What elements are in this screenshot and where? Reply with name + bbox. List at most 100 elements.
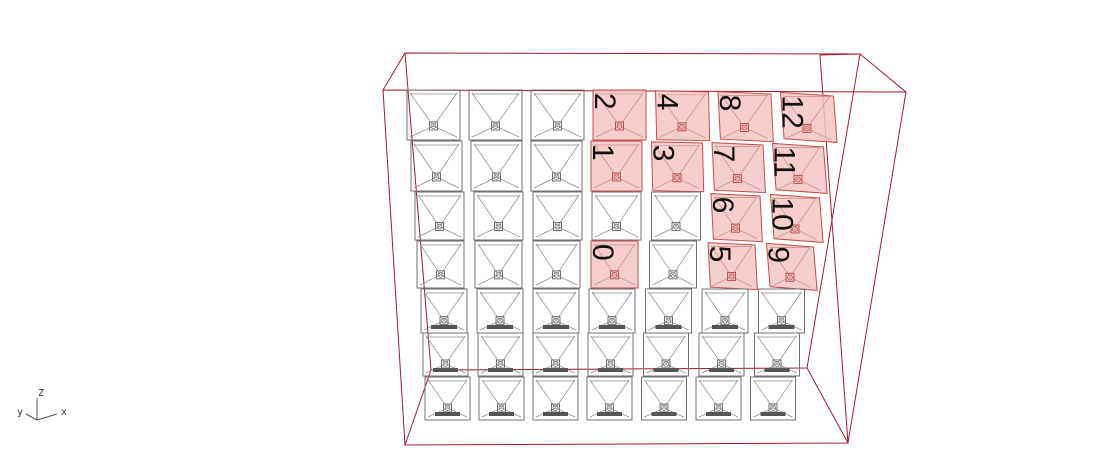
panel[interactable] <box>651 191 701 241</box>
panel[interactable] <box>587 332 634 377</box>
panel-strut <box>668 291 689 321</box>
panel-highlighted[interactable] <box>779 91 838 143</box>
panel[interactable] <box>530 89 585 141</box>
panel-hub-ring <box>442 361 449 367</box>
panel-highlighted[interactable] <box>650 141 705 193</box>
panel-strut <box>473 176 497 189</box>
panel-outline <box>532 332 579 377</box>
panel[interactable] <box>532 191 583 241</box>
panel-index-label: 10 <box>766 197 799 230</box>
panel-outline <box>474 240 523 289</box>
panel[interactable] <box>586 376 633 421</box>
panel[interactable] <box>750 376 796 421</box>
panel-highlighted[interactable] <box>717 91 774 143</box>
panel[interactable] <box>645 288 692 334</box>
panel[interactable] <box>477 332 524 377</box>
panel-strut <box>445 335 466 365</box>
panel-strut <box>417 226 440 238</box>
panel[interactable] <box>698 332 745 377</box>
panel[interactable] <box>406 89 461 141</box>
panel[interactable] <box>470 140 523 192</box>
panel-strut <box>721 335 742 365</box>
panel[interactable] <box>649 240 697 289</box>
panel-strut <box>710 245 732 277</box>
panel-hub <box>785 272 795 282</box>
panel[interactable] <box>641 376 687 421</box>
panel-strut <box>533 143 557 178</box>
panel[interactable] <box>416 240 465 289</box>
panel-outline <box>590 240 639 289</box>
panel-hub-ring <box>741 124 748 131</box>
panel[interactable] <box>410 140 463 192</box>
panel[interactable] <box>758 288 805 334</box>
panel-hub-ring <box>553 174 560 180</box>
panel[interactable] <box>532 376 579 421</box>
panel-highlighted[interactable] <box>590 240 639 289</box>
panel-strut <box>789 246 811 278</box>
panel[interactable] <box>473 191 524 241</box>
panel-hub <box>664 316 673 326</box>
panel-outline <box>654 90 711 142</box>
panel-strut <box>610 335 631 365</box>
panel[interactable] <box>530 140 583 192</box>
panel-outline <box>588 288 636 334</box>
panel-strut <box>609 379 630 409</box>
panel[interactable] <box>695 376 742 421</box>
panel[interactable] <box>754 332 800 377</box>
panel[interactable] <box>468 89 523 141</box>
panel-hub-ring <box>792 226 798 232</box>
panel-strut <box>611 291 633 321</box>
panel[interactable] <box>422 332 469 377</box>
panel-strut <box>731 245 753 277</box>
panel-strut <box>535 274 557 286</box>
panel[interactable] <box>424 376 471 421</box>
panel[interactable] <box>532 288 580 334</box>
panel-highlighted[interactable] <box>711 142 766 194</box>
panel-hub <box>733 174 742 184</box>
panel-highlighted[interactable] <box>769 193 824 243</box>
panel-outline <box>477 332 524 377</box>
panel-hub-ring <box>553 317 559 324</box>
panel[interactable] <box>532 332 579 377</box>
panel-strut <box>477 243 499 276</box>
panel-highlighted[interactable] <box>654 90 711 142</box>
panel-base <box>655 325 682 329</box>
panel-strut <box>761 291 782 321</box>
panel[interactable] <box>591 191 642 241</box>
panel-strut <box>447 379 468 409</box>
panel-strut <box>555 335 576 365</box>
panel[interactable] <box>476 288 524 334</box>
panel[interactable] <box>532 240 581 289</box>
panel[interactable] <box>588 288 636 334</box>
panel-strut <box>806 95 831 129</box>
panel-strut <box>594 226 617 238</box>
panel-strut <box>476 194 499 227</box>
panel-outline <box>592 89 647 141</box>
panel-strut <box>476 226 499 238</box>
panel-hub <box>494 222 503 232</box>
panel[interactable] <box>414 191 465 241</box>
panel[interactable] <box>643 332 689 377</box>
panel-strut <box>413 143 437 178</box>
panel-strut <box>557 226 580 238</box>
panel-hub <box>677 122 687 132</box>
panel-strut <box>735 196 758 229</box>
panel-strut <box>769 276 791 288</box>
panel[interactable] <box>478 376 525 421</box>
panel-strut <box>616 194 639 227</box>
panel-hub <box>551 359 560 369</box>
panel-index-label: 2 <box>588 93 621 110</box>
panel[interactable] <box>474 240 523 289</box>
panel-highlighted[interactable] <box>771 142 828 194</box>
panel-highlighted[interactable] <box>707 242 758 291</box>
panel-highlighted[interactable] <box>710 193 763 243</box>
panel-highlighted[interactable] <box>765 242 818 291</box>
panel-index-label: 3 <box>647 145 680 162</box>
panel-highlighted[interactable] <box>592 89 647 141</box>
panel-hub <box>606 359 615 369</box>
panel-highlighted[interactable] <box>590 140 643 192</box>
panel[interactable] <box>701 288 749 334</box>
panel-outline <box>771 142 828 194</box>
panel-outline <box>406 89 461 141</box>
